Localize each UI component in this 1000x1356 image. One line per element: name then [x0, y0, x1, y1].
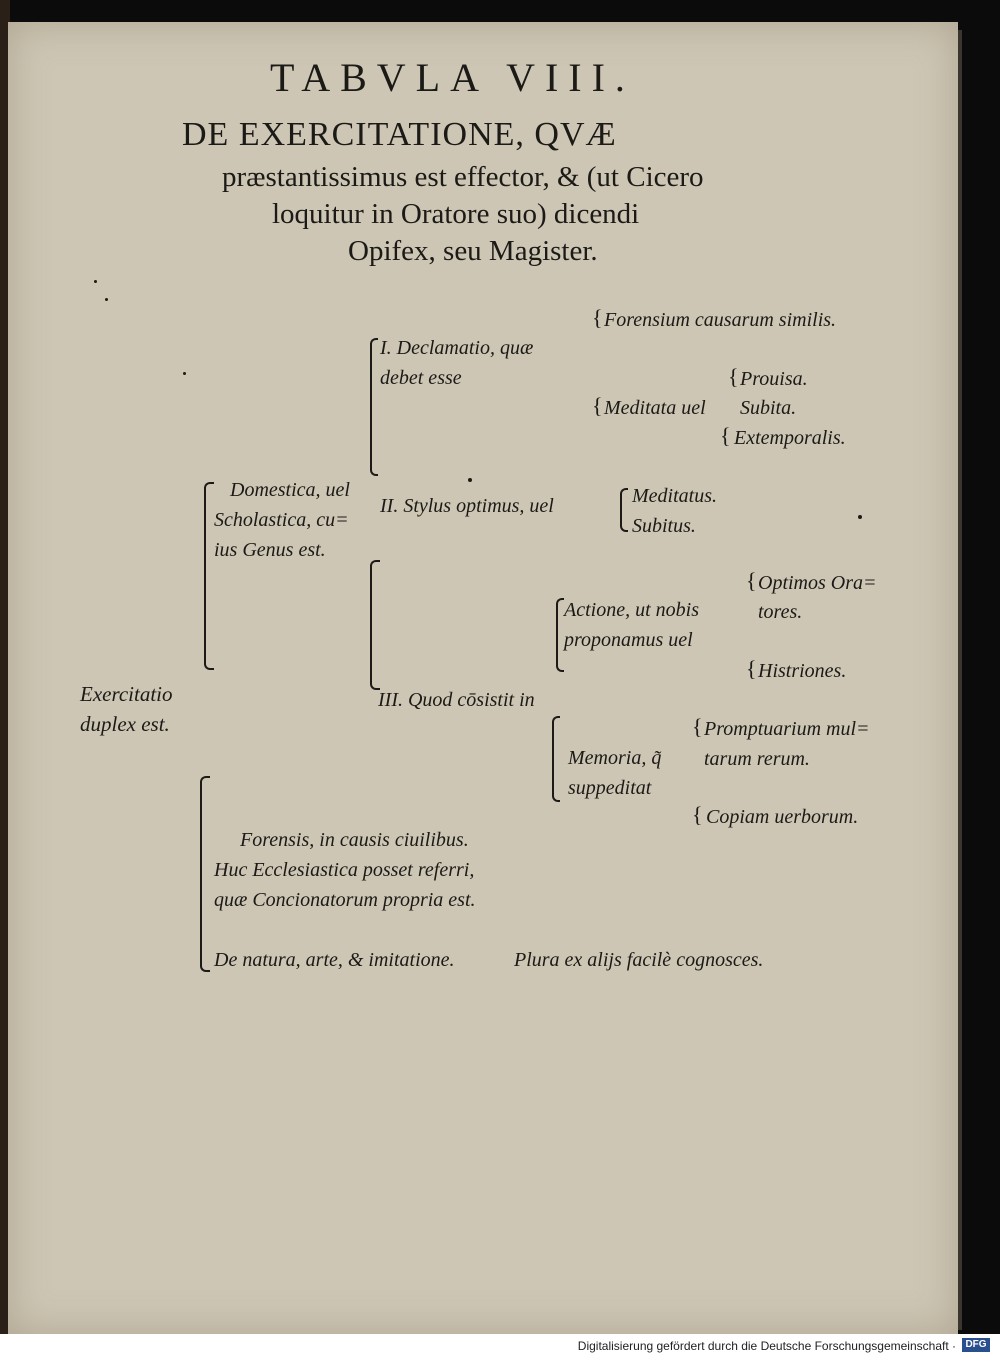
book-spine — [0, 0, 10, 1334]
brace-glyph: { — [728, 364, 739, 389]
brace-glyph: { — [592, 305, 603, 330]
ink-speck — [468, 478, 472, 482]
root-duplex: duplex est. — [80, 712, 170, 736]
title-tabula: TABVLA VIII. — [270, 55, 635, 100]
brace-glyph: { — [746, 656, 757, 681]
root-exercitatio: Exercitatio — [80, 682, 173, 706]
forensium: Forensium causarum similis. — [604, 309, 837, 331]
brace-glyph: { — [692, 714, 703, 739]
title-de-exercitatione: DE EXERCITATIONE, QVÆ — [182, 116, 617, 153]
de-natura: De natura, arte, & imitatione. — [214, 949, 455, 971]
brace-memoria — [552, 716, 560, 802]
forensis-line1: Forensis, in causis ciuilibus. — [240, 829, 469, 851]
brace-forensis — [200, 776, 210, 972]
subita: Subita. — [740, 397, 797, 419]
optimos-line2: tores. — [758, 601, 803, 623]
declamatio-line2: debet esse — [380, 367, 462, 389]
copiam: Copiam uerborum. — [706, 806, 859, 828]
meditatus: Meditatus. — [632, 485, 717, 507]
actione-line1: Actione, ut nobis — [564, 599, 699, 621]
promptuarium-line1: Promptuarium mul= — [704, 718, 870, 740]
declamatio-line1: I. Declamatio, quæ — [380, 337, 534, 359]
subitus: Subitus. — [632, 515, 696, 537]
meditata: Meditata uel — [604, 397, 706, 419]
histriones: Histriones. — [758, 660, 847, 682]
brace-actione — [556, 598, 564, 672]
title-line4: loquitur in Oratore suo) dicendi — [272, 198, 640, 230]
domestica-line1: Domestica, uel — [230, 479, 350, 501]
domestica-line3: ius Genus est. — [214, 539, 326, 561]
brace-glyph: { — [720, 423, 731, 448]
promptuarium-line2: tarum rerum. — [704, 748, 810, 770]
brace-quod — [370, 560, 380, 690]
forensis-line3: quæ Concionatorum propria est. — [214, 889, 476, 911]
brace-domestica — [204, 482, 214, 670]
footer-bar: Digitalisierung gefördert durch die Deut… — [0, 1334, 1000, 1356]
brace-meditatus — [620, 488, 628, 532]
stylus: II. Stylus optimus, uel — [380, 495, 554, 517]
brace-glyph: { — [692, 802, 703, 827]
actione-line2: proponamus uel — [564, 629, 693, 651]
domestica-line2: Scholastica, cu= — [214, 509, 349, 531]
dfg-logo: DFG — [962, 1338, 990, 1352]
quod-consistit: III. Quod cōsistit in — [378, 689, 535, 711]
prouisa: Prouisa. — [740, 368, 808, 390]
title-line3: præstantissimus est effector, & (ut Cice… — [222, 161, 704, 193]
extemporalis: Extemporalis. — [734, 427, 846, 449]
page-edge — [958, 30, 962, 1330]
plura: Plura ex alijs facilè cognosces. — [514, 949, 764, 971]
title-line5: Opifex, seu Magister. — [348, 235, 598, 267]
memoria-line1: Memoria, q̃ — [568, 747, 662, 769]
page-leaf — [8, 22, 958, 1334]
ink-speck — [105, 298, 108, 301]
ink-speck — [858, 515, 862, 519]
memoria-line2: suppeditat — [568, 777, 652, 799]
ink-speck — [94, 280, 97, 283]
optimos-line1: Optimos Ora= — [758, 572, 877, 594]
brace-glyph: { — [746, 568, 757, 593]
forensis-line2: Huc Ecclesiastica posset referri, — [214, 859, 475, 881]
brace-declamatio-stylus — [370, 338, 378, 476]
ink-speck — [183, 372, 186, 375]
brace-glyph: { — [592, 393, 603, 418]
footer-text: Digitalisierung gefördert durch die Deut… — [577, 1339, 956, 1353]
